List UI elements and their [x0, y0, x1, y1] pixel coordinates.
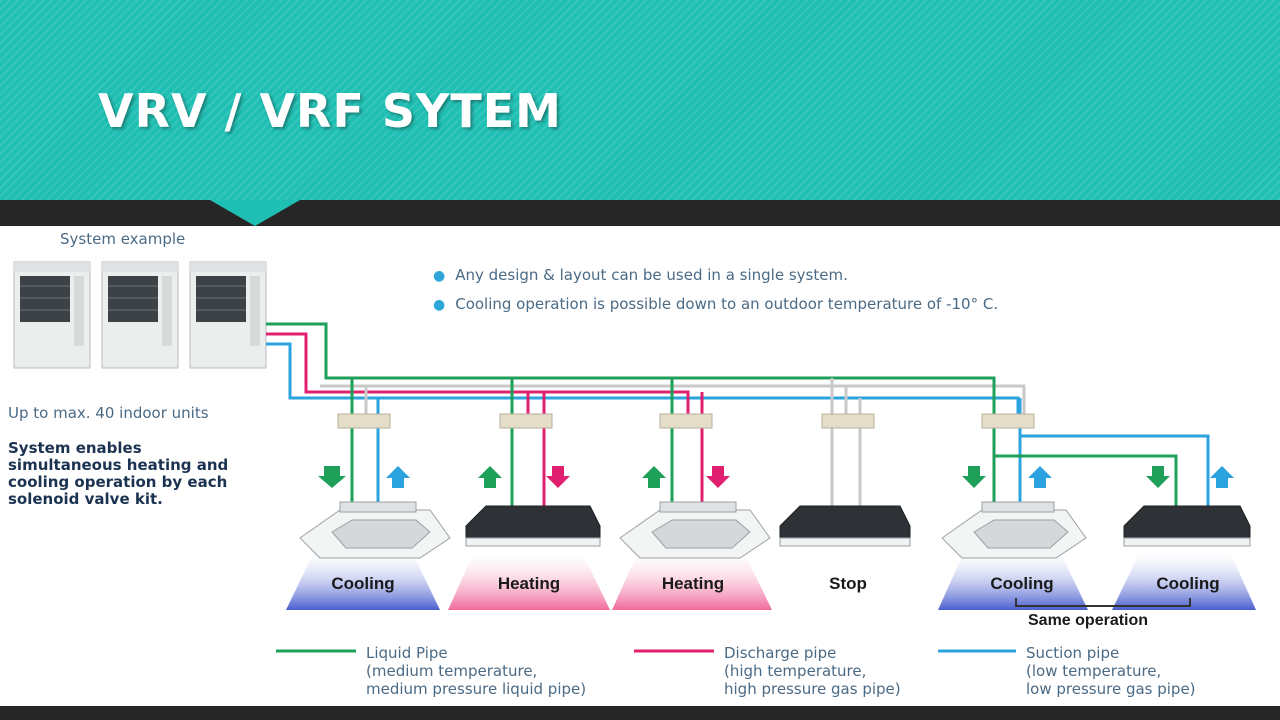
vrf-diagram: System example Up to max. 40 indoor unit… — [0, 226, 1280, 706]
legend-title: Liquid Pipe — [366, 644, 448, 662]
mode-label: Cooling — [1156, 574, 1220, 593]
indoor-unit-cassette — [619, 501, 771, 559]
outdoor-unit — [13, 261, 91, 369]
indoor-units — [299, 501, 1251, 559]
outdoor-unit — [101, 261, 179, 369]
arrow-up-icon — [1028, 466, 1052, 488]
heating-glow — [612, 552, 772, 610]
arrow-down-icon — [706, 466, 730, 488]
indoor-unit-duct — [779, 505, 911, 547]
slide-header: VRV / VRF SYTEM — [0, 0, 1280, 200]
legend-title: Suction pipe — [1026, 644, 1120, 662]
legend-desc: (high temperature, high pressure gas pip… — [724, 662, 901, 698]
up-to-label: Up to max. 40 indoor units — [8, 404, 209, 422]
outdoor-units — [13, 261, 267, 369]
mode-label: Heating — [497, 574, 561, 593]
mode-label: Cooling — [331, 574, 395, 593]
branch-kit-cooling-pair — [981, 378, 1210, 516]
branch-kits — [337, 378, 1210, 516]
slide-title: VRV / VRF SYTEM — [98, 84, 562, 138]
indoor-unit-duct — [1123, 505, 1251, 547]
cooling-glow — [1112, 552, 1256, 610]
mode-label: Heating — [661, 574, 725, 593]
bullet-text: Any design & layout can be used in a sin… — [455, 266, 848, 284]
arrow-down-icon — [546, 466, 570, 488]
bullet-dot-icon: ● — [433, 297, 446, 313]
flow-arrows — [318, 466, 1234, 488]
arrow-down-icon — [318, 466, 346, 488]
arrow-down-icon — [962, 466, 986, 488]
bullet-item: ● Any design & layout can be used in a si… — [433, 266, 848, 284]
branch-kit-stop — [821, 378, 875, 516]
mode-label: Stop — [829, 574, 867, 593]
indoor-unit-cassette — [299, 501, 451, 559]
branch-kit-heating — [659, 378, 713, 516]
same-operation-label: Same operation — [1028, 612, 1149, 629]
diagram-graphic — [13, 261, 1256, 653]
air-glows — [286, 552, 1256, 610]
arrow-up-icon — [478, 466, 502, 488]
legend-desc: (low temperature, low pressure gas pipe) — [1026, 662, 1196, 698]
legend-suction: Suction pipe (low temperature, low press… — [1026, 644, 1196, 698]
legend-liquid: Liquid Pipe (medium temperature, medium … — [366, 644, 586, 698]
arrow-up-icon — [386, 466, 410, 488]
mode-label: Cooling — [990, 574, 1054, 593]
arrow-up-icon — [1210, 466, 1234, 488]
pipe-network — [266, 322, 1026, 422]
cooling-glow — [286, 552, 440, 610]
indoor-unit-cassette — [941, 501, 1087, 559]
indoor-unit-duct — [465, 505, 601, 547]
branch-kit-cooling — [337, 378, 391, 516]
legend-discharge: Discharge pipe (high temperature, high p… — [724, 644, 901, 698]
legend-desc: (medium temperature, medium pressure liq… — [366, 662, 587, 698]
header-divider-bar — [0, 200, 1280, 226]
footer-bar — [0, 706, 1280, 720]
header-notch — [210, 200, 300, 226]
enables-text: System enables simultaneous heating and … — [8, 439, 229, 508]
same-operation-bracket — [1015, 598, 1191, 607]
heating-glow — [448, 552, 610, 610]
arrow-down-icon — [1146, 466, 1170, 488]
arrow-up-icon — [642, 466, 666, 488]
bullet-text: Cooling operation is possible down to an… — [455, 295, 999, 313]
cooling-glow — [938, 552, 1088, 610]
outdoor-unit — [189, 261, 267, 369]
system-example-label: System example — [60, 230, 186, 248]
bullet-dot-icon: ● — [433, 268, 446, 284]
legend-title: Discharge pipe — [724, 644, 837, 662]
bullet-item: ● Cooling operation is possible down to a… — [433, 295, 998, 313]
branch-kit-heating — [499, 378, 553, 516]
